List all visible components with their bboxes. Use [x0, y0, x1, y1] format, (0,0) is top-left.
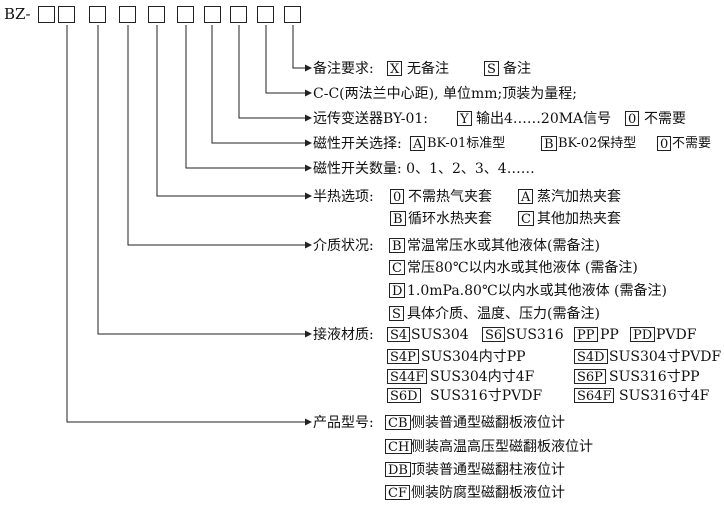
arrowhead-switch-select: [305, 139, 312, 147]
material-code-s6d: S6D: [387, 388, 421, 404]
arrowhead-transmitter: [305, 114, 312, 122]
arrowhead-material: [305, 330, 312, 338]
material-text-s4: SUS304: [411, 327, 469, 343]
arrowhead-cc: [305, 89, 312, 97]
heating-code-c: C: [518, 211, 534, 227]
material-code-s4d: S4D: [574, 349, 608, 365]
material-label: 接液材质:: [313, 327, 374, 343]
connector-switch-qty: [185, 25, 305, 169]
product-code-ch: CH: [385, 439, 413, 455]
switch-select-code-a: A: [410, 136, 426, 152]
heating-text-0: 不需热气夹套: [408, 189, 492, 205]
code-slot-7: [204, 6, 221, 23]
material-code-pp: PP: [574, 327, 598, 343]
transmitter-text-0: 不需要: [644, 111, 686, 127]
product-text-ch: 侧装高温高压型磁翻板液位计: [411, 439, 593, 455]
heating-code-b: B: [390, 211, 406, 227]
switch-select-text-a: BK-01标准型: [427, 136, 506, 151]
heating-code-a: A: [518, 189, 534, 205]
switch-select-label: 磁性开关选择:: [313, 136, 402, 152]
material-code-s4p: S4P: [387, 349, 419, 365]
code-slot-4: [119, 6, 136, 23]
switch-select-text-b: BK-02保持型: [558, 136, 637, 151]
material-code-pd: PD: [630, 327, 656, 343]
arrowhead-medium: [305, 241, 312, 249]
code-slot-9: [257, 6, 274, 23]
material-text-s6: SUS316: [506, 327, 564, 343]
remarks-label: 备注要求:: [313, 61, 374, 77]
code-slot-2: [58, 6, 75, 23]
connector-cc: [265, 25, 305, 94]
code-slot-6: [177, 6, 194, 23]
transmitter-code-y: Y: [457, 111, 472, 127]
transmitter-code-0: 0: [625, 111, 640, 127]
product-code-cb: CB: [385, 415, 411, 431]
material-text-s4p: SUS304内寸PP: [421, 349, 526, 365]
remarks-text-s: 备注: [503, 61, 531, 77]
arrowhead-remarks: [305, 64, 312, 72]
product-code-cf: CF: [385, 485, 410, 501]
connector-heating: [156, 25, 305, 197]
arrowhead-heating: [305, 192, 312, 200]
material-text-s44f: SUS304内寸4F: [430, 369, 535, 385]
material-text-pd: PVDF: [656, 327, 697, 343]
heating-code-0: 0: [390, 189, 405, 205]
medium-code-c: C: [389, 260, 405, 276]
material-code-s6: S6: [482, 327, 506, 343]
connector-switch-select: [211, 25, 305, 144]
material-code-s64f: S64F: [574, 388, 615, 404]
product-text-cf: 侧装防腐型磁翻板液位计: [411, 485, 565, 501]
medium-text-b: 常温常压水或其他液体(需备注): [407, 238, 600, 254]
code-slot-10: [284, 6, 301, 23]
heating-text-c: 其他加热夹套: [537, 211, 621, 227]
material-text-s64f: SUS316寸4F: [619, 388, 710, 404]
code-slot-8: [230, 6, 247, 23]
medium-text-s: 具体介质、温度、压力(需备注): [407, 306, 600, 322]
arrowhead-product: [305, 418, 312, 426]
medium-text-d: 1.0mPa.80℃以内水或其他液体 (需备注): [407, 283, 667, 299]
code-slot-1: [38, 6, 55, 23]
switch-qty-label: 磁性开关数量: 0、1、2、3、4……: [313, 161, 535, 177]
material-text-s4d: SUS304寸PVDF: [609, 349, 722, 365]
code-slot-5: [148, 6, 165, 23]
connector-transmitter: [238, 25, 305, 119]
switch-select-code-0: 0: [657, 136, 672, 152]
heating-text-b: 循环水热夹套: [408, 211, 492, 227]
model-prefix: BZ-: [4, 5, 31, 23]
transmitter-text-y: 输出4……20MA信号: [476, 111, 612, 127]
product-label: 产品型号:: [313, 415, 374, 431]
material-code-s6p: S6P: [574, 369, 606, 385]
remarks-code-s: S: [484, 61, 499, 77]
arrowhead-switch-qty: [305, 164, 312, 172]
medium-text-c: 常压80℃以内水或其他液体 (需备注): [407, 260, 638, 276]
material-code-s4: S4: [387, 327, 411, 343]
code-slot-3: [89, 6, 106, 23]
product-code-db: DB: [385, 462, 411, 478]
medium-label: 介质状况:: [313, 238, 374, 254]
material-code-s44f: S44F: [387, 369, 428, 385]
switch-select-code-b: B: [541, 136, 557, 152]
product-text-db: 顶装普通型磁翻柱液位计: [411, 462, 565, 478]
heating-text-a: 蒸汽加热夹套: [537, 189, 621, 205]
connector-product: [66, 25, 305, 423]
connector-remarks: [292, 25, 305, 69]
medium-code-d: D: [389, 283, 406, 299]
remarks-code-x: X: [387, 61, 403, 77]
connector-medium: [127, 25, 305, 246]
transmitter-label: 远传变送器BY-01:: [313, 111, 429, 127]
connector-material: [97, 25, 305, 335]
medium-code-b: B: [389, 238, 405, 254]
medium-code-s: S: [389, 306, 404, 322]
material-text-s6p: SUS316寸PP: [609, 369, 700, 385]
switch-select-text-0: 不需要: [672, 136, 712, 151]
remarks-text-x: 无备注: [407, 61, 449, 77]
product-text-cb: 侧装普通型磁翻板液位计: [411, 415, 565, 431]
cc-label: C-C(两法兰中心距), 单位mm;顶装为量程;: [313, 86, 577, 102]
material-text-pp: PP: [600, 327, 619, 343]
heating-label: 半热选项:: [313, 189, 374, 205]
material-text-s6d: SUS316寸PVDF: [430, 388, 543, 404]
